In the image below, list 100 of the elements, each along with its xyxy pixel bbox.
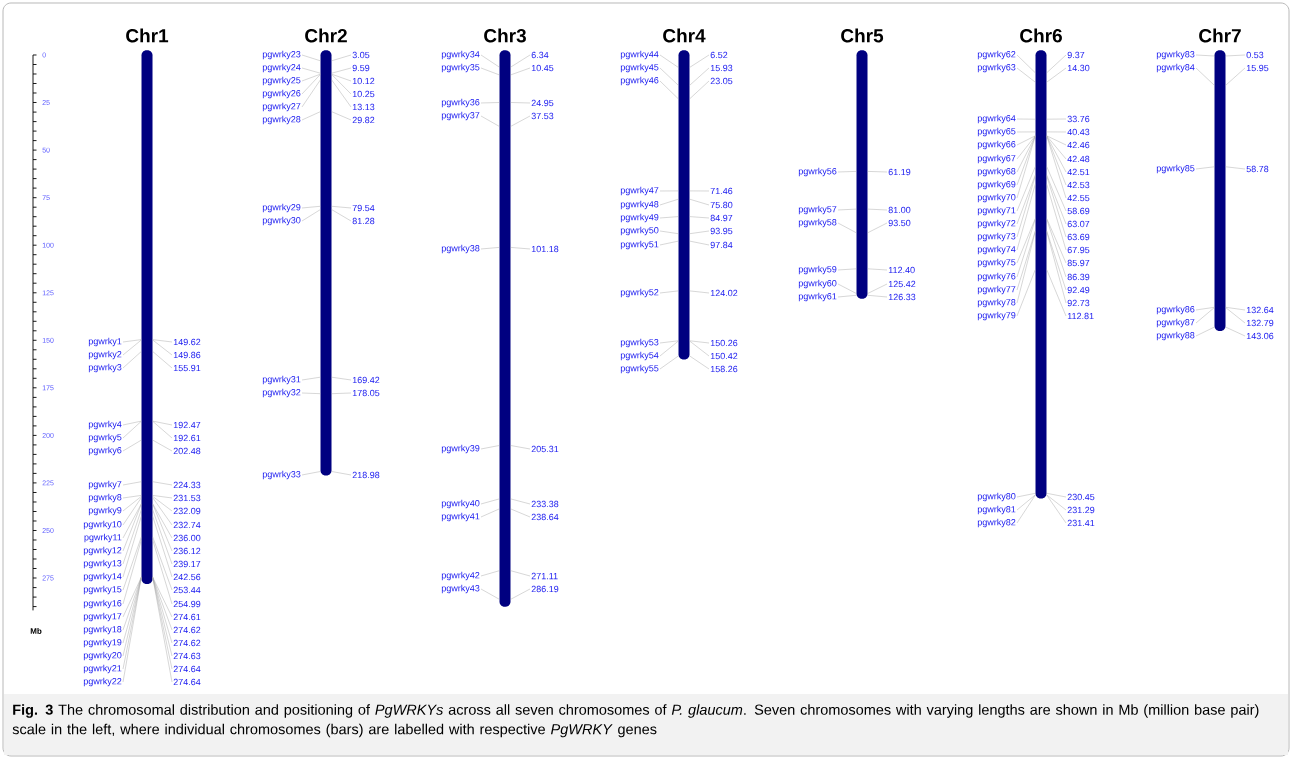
gene-name: pgwrky84 xyxy=(1156,63,1195,73)
position-value: 155.91 xyxy=(173,364,201,372)
leader-line xyxy=(331,54,352,62)
position-value: 254.99 xyxy=(173,600,201,608)
leader-line xyxy=(331,67,352,74)
leader-line xyxy=(1016,269,1036,317)
leader-line xyxy=(1016,175,1036,238)
leader-line xyxy=(1016,174,1036,225)
leader-line xyxy=(1016,135,1036,199)
leader-line xyxy=(152,497,173,526)
leader-line xyxy=(331,111,352,121)
leader-line xyxy=(659,340,679,357)
gene-name: pgwrky20 xyxy=(83,651,122,661)
leader-line xyxy=(122,339,142,356)
position-value: 58.78 xyxy=(1246,165,1269,173)
leader-line xyxy=(837,222,857,234)
gene-name: pgwrky53 xyxy=(620,338,659,348)
gene-name: pgwrky74 xyxy=(977,245,1016,255)
leader-line xyxy=(1195,54,1215,57)
position-value: 232.09 xyxy=(173,507,201,515)
gene-name: pgwrky25 xyxy=(262,76,301,86)
leader-line xyxy=(1046,218,1067,264)
gene-name: pgwrky45 xyxy=(620,63,659,73)
leader-line xyxy=(510,247,531,250)
position-value: 150.26 xyxy=(710,339,738,347)
gene-name: pgwrky36 xyxy=(441,98,480,108)
leader-line xyxy=(659,67,679,86)
leader-line xyxy=(1016,494,1036,511)
leader-line xyxy=(331,376,352,381)
position-value: 274.62 xyxy=(173,639,201,647)
leader-line xyxy=(152,577,173,618)
gene-name: pgwrky62 xyxy=(977,50,1016,60)
leader-line xyxy=(510,67,531,76)
gene-name: pgwrky44 xyxy=(620,50,659,60)
position-value: 97.84 xyxy=(710,241,733,249)
position-value: 125.42 xyxy=(888,280,916,288)
leader-line xyxy=(659,54,679,68)
leader-line xyxy=(510,498,531,505)
leader-line xyxy=(122,509,142,565)
leader-line xyxy=(331,471,352,476)
leader-line xyxy=(1016,54,1036,73)
leader-line xyxy=(1225,307,1246,324)
position-value: 239.17 xyxy=(173,560,201,568)
leader-line xyxy=(1225,166,1246,170)
gene-name: pgwrky9 xyxy=(88,506,122,516)
leader-line xyxy=(122,495,142,499)
leader-line xyxy=(152,536,173,591)
chromosome-bar: Chr4 xyxy=(663,28,706,360)
leader-line xyxy=(689,355,710,370)
node-label: Chr3 xyxy=(484,28,526,43)
position-value: 24.95 xyxy=(531,99,554,107)
gene-name: pgwrky71 xyxy=(977,206,1016,216)
leader-line xyxy=(510,54,531,68)
node-label: Chr1 xyxy=(126,28,169,43)
gene-name: pgwrky35 xyxy=(441,63,480,73)
gene-name: pgwrky10 xyxy=(83,520,122,530)
leader-line xyxy=(659,198,679,206)
position-value: 93.50 xyxy=(888,219,911,227)
position-value: 205.31 xyxy=(531,445,559,453)
position-value: 42.46 xyxy=(1067,141,1090,149)
position-value: 238.64 xyxy=(531,513,559,521)
gene-name: pgwrky75 xyxy=(977,258,1016,268)
leader-line xyxy=(1046,183,1067,251)
position-value: 37.53 xyxy=(531,112,554,120)
leader-line xyxy=(1046,174,1067,225)
leader-line xyxy=(1046,269,1067,317)
gene-name: pgwrky77 xyxy=(977,285,1016,295)
leader-line xyxy=(689,80,710,100)
leader-line xyxy=(152,496,173,512)
leader-line xyxy=(510,445,531,450)
leader-line xyxy=(331,74,352,95)
leader-line xyxy=(837,171,857,173)
gene-name: pgwrky68 xyxy=(977,167,1016,177)
leader-line xyxy=(659,230,679,234)
leader-line xyxy=(510,570,531,577)
gene-name: pgwrky55 xyxy=(620,364,659,374)
leader-line xyxy=(1046,135,1067,173)
gene-name: pgwrky64 xyxy=(977,114,1016,124)
position-value: 6.34 xyxy=(531,51,549,59)
node-label: Chr7 xyxy=(1199,28,1241,43)
position-value: 42.53 xyxy=(1067,181,1090,189)
leader-line xyxy=(659,290,679,294)
leader-line xyxy=(331,73,352,82)
gene-name: pgwrky37 xyxy=(441,111,480,121)
position-value: 67.95 xyxy=(1067,246,1090,254)
leader-line xyxy=(1195,326,1215,337)
position-value: 29.82 xyxy=(352,116,375,124)
position-value: 23.05 xyxy=(710,77,733,85)
leader-line xyxy=(1016,494,1036,524)
leader-line xyxy=(837,295,857,298)
gene-name: pgwrky86 xyxy=(1156,305,1195,315)
leader-line xyxy=(122,496,142,512)
gene-name: pgwrky73 xyxy=(977,232,1016,242)
node-label: Chr2 xyxy=(305,28,347,43)
position-value: 0.53 xyxy=(1246,51,1264,59)
leader-line xyxy=(152,577,173,631)
node-label: Chr5 xyxy=(841,28,884,43)
gene-name: pgwrky58 xyxy=(798,218,837,228)
gene-name: pgwrky19 xyxy=(83,638,122,648)
position-value: 143.06 xyxy=(1246,332,1274,340)
